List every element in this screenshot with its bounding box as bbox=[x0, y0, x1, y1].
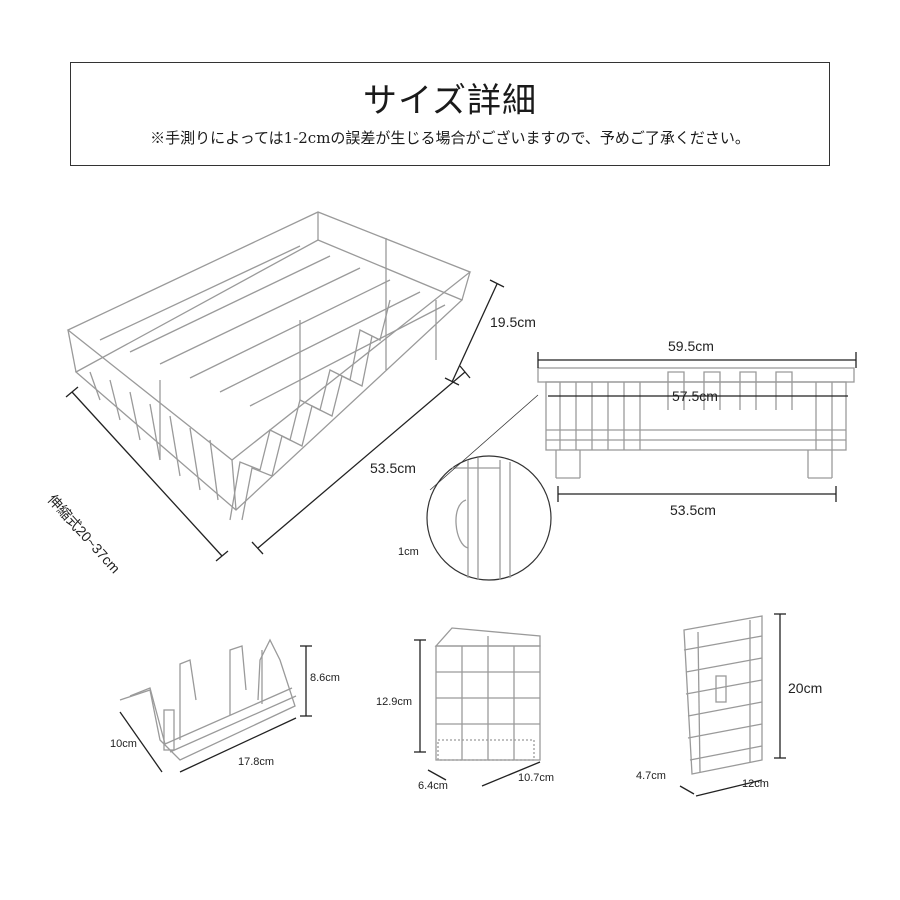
board-width-dim-line bbox=[695, 779, 763, 797]
front-top-width-label: 59.5cm bbox=[668, 338, 714, 354]
header-box: サイズ詳細 ※手測りによっては1-2cmの誤差が生じる場合がございますので、予め… bbox=[70, 62, 830, 166]
disclaimer-note: ※手測りによっては1-2cmの誤差が生じる場合がございますので、予めご了承くださ… bbox=[150, 129, 750, 147]
cup-width-dim-line bbox=[481, 761, 541, 787]
board-height-label: 20cm bbox=[788, 680, 823, 696]
main-height-label: 19.5cm bbox=[490, 314, 536, 330]
main-dish-rack-illustration bbox=[66, 211, 472, 521]
main-length-dim-line bbox=[257, 371, 466, 549]
wire-detail-magnifier bbox=[426, 394, 552, 581]
main-width-dim-line bbox=[71, 391, 223, 557]
front-inner-width-label: 57.5cm bbox=[672, 388, 718, 404]
board-depth-dim-line bbox=[679, 785, 695, 795]
holder-depth-dim-line bbox=[119, 711, 163, 773]
holder-length-label: 17.8cm bbox=[238, 756, 275, 768]
front-bottom-width-label: 53.5cm bbox=[670, 502, 716, 518]
main-height-dim-line bbox=[451, 283, 498, 383]
front-view-rack-illustration bbox=[537, 367, 855, 479]
utensil-caddy-illustration bbox=[434, 627, 541, 761]
board-width-label: 12cm bbox=[742, 778, 769, 790]
holder-height-label: 8.6cm bbox=[310, 672, 340, 684]
holder-length-dim-line bbox=[179, 717, 297, 773]
board-depth-label: 4.7cm bbox=[636, 770, 666, 782]
cup-height-label: 12.9cm bbox=[376, 696, 413, 708]
page-title: サイズ詳細 bbox=[363, 81, 537, 121]
main-length-label: 53.5cm bbox=[370, 460, 416, 476]
cutting-board-rack-illustration bbox=[683, 615, 763, 775]
holder-depth-label: 10cm bbox=[110, 738, 137, 750]
cup-depth-dim-line bbox=[427, 769, 447, 781]
cup-depth-label: 6.4cm bbox=[418, 780, 448, 792]
plate-holder-illustration bbox=[119, 638, 297, 761]
cup-width-label: 10.7cm bbox=[518, 772, 555, 784]
wire-thickness-label: 1cm bbox=[398, 546, 419, 558]
